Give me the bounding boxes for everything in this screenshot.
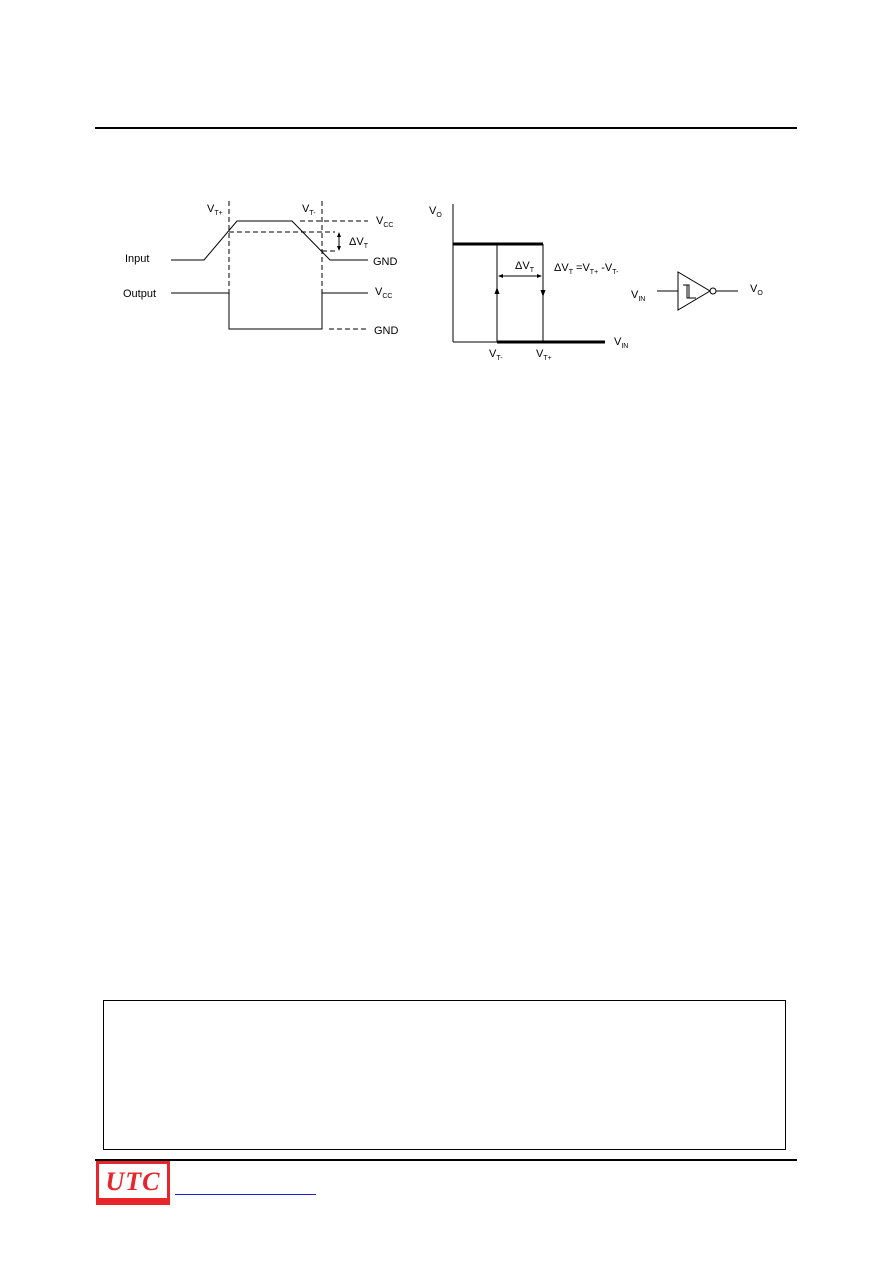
output-waveform (171, 292, 368, 330)
label-vin-axis: VIN (614, 336, 628, 350)
label-output: Output (123, 288, 156, 300)
symbol-labels: VIN VO (631, 283, 763, 303)
label-vcc-output: VCC (375, 286, 392, 300)
utc-logo: UTC (96, 1161, 170, 1205)
inverter-triangle (677, 271, 711, 311)
label-vt-minus-axis: VT- (489, 348, 503, 362)
label-vo: VO (429, 205, 442, 219)
label-delta-vt: ΔVT (349, 236, 369, 250)
label-vt-minus: VT- (302, 203, 316, 217)
hysteresis-labels: VO ΔVT ΔVT =VT+ -VT- VIN VT- VT+ (429, 205, 628, 362)
label-gnd-input: GND (373, 256, 398, 268)
label-vt-plus-axis: VT+ (536, 348, 552, 362)
waveform-labels: VT+ VT- VCC ΔVT Input GND Output VCC GND (123, 203, 399, 337)
label-symbol-vo: VO (750, 283, 763, 297)
label-gnd-output: GND (374, 325, 399, 337)
label-delta-vt-hysteresis: ΔVT (515, 260, 535, 274)
label-hysteresis-equation: ΔVT =VT+ -VT- (554, 262, 619, 276)
header-rule (95, 127, 797, 129)
website-link[interactable] (175, 1194, 316, 1195)
footer-rule (95, 1159, 797, 1161)
waveform-diagram (171, 201, 368, 330)
inverter-bubble (709, 287, 717, 295)
input-waveform (171, 220, 368, 261)
hysteresis-diagram (452, 204, 605, 344)
schmitt-inverter-symbol (657, 271, 738, 311)
label-symbol-vin: VIN (631, 289, 645, 303)
utc-logo-text: UTC (105, 1167, 161, 1196)
label-vcc-top: VCC (376, 215, 393, 229)
disclaimer-box (103, 1000, 786, 1150)
label-vt-plus: VT+ (207, 203, 223, 217)
label-input: Input (125, 253, 149, 265)
